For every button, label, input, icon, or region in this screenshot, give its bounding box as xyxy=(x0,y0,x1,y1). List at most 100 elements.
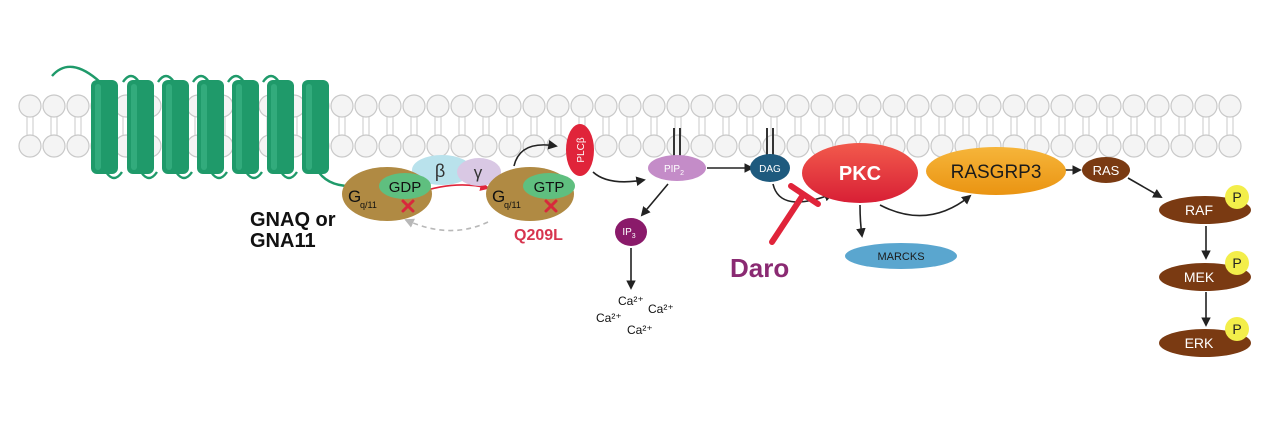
lipid-head xyxy=(858,94,882,118)
lipid-head xyxy=(570,94,594,118)
lipid-head xyxy=(1194,134,1218,158)
g-alpha-active: G q/11 GTP xyxy=(486,167,575,221)
ip3-label: IP3 xyxy=(622,227,635,240)
ip3-node: IP3 xyxy=(615,218,647,246)
lipid-head xyxy=(1122,94,1146,118)
x-mark-icon xyxy=(401,199,415,213)
g-alpha-inactive-sub: q/11 xyxy=(360,200,377,210)
lipid-head xyxy=(786,94,810,118)
lipid-head xyxy=(1170,94,1194,118)
lipid-head xyxy=(1098,134,1122,158)
lipid-head xyxy=(42,94,66,118)
receptor-loops xyxy=(51,65,351,188)
lipid-head xyxy=(354,94,378,118)
lipid-head xyxy=(618,134,642,158)
lipid-head xyxy=(714,94,738,118)
marcks-node: MARCKS xyxy=(845,243,957,269)
calcium-ions: Ca²⁺ Ca²⁺ Ca²⁺ Ca²⁺ xyxy=(596,294,674,337)
dag-node: DAG xyxy=(750,154,790,182)
x-mark-icon xyxy=(544,199,558,213)
marcks-label: MARCKS xyxy=(877,251,924,263)
lipid-head xyxy=(1002,94,1026,118)
lipid-head xyxy=(498,94,522,118)
lipid-head xyxy=(762,94,786,118)
erk-node: ERK P xyxy=(1159,317,1251,357)
lipid-head xyxy=(18,134,42,158)
lipid-head xyxy=(930,94,954,118)
lipid-head xyxy=(834,94,858,118)
lipid-head xyxy=(1098,94,1122,118)
lipid-head xyxy=(1050,134,1074,158)
raf-phospho-badge xyxy=(1225,185,1249,209)
erk-label: ERK xyxy=(1185,335,1214,351)
g-alpha-active-sub: q/11 xyxy=(504,200,521,210)
lipid-head xyxy=(666,134,690,158)
lipid-head xyxy=(426,94,450,118)
lipid-head xyxy=(402,134,426,158)
lipid-head xyxy=(690,134,714,158)
pkc-label: PKC xyxy=(839,163,881,185)
lipid-head xyxy=(42,134,66,158)
gdp-label: GDP xyxy=(389,179,422,196)
lipid-head xyxy=(906,94,930,118)
lipid-head xyxy=(618,94,642,118)
beta-label: β xyxy=(435,161,445,181)
g-alpha-inactive: G q/11 GDP xyxy=(342,167,432,221)
lipid-head xyxy=(1170,134,1194,158)
lipid-head xyxy=(1074,134,1098,158)
gtp-label: GTP xyxy=(534,179,565,196)
dag-label: DAG xyxy=(759,164,781,175)
g-alpha-active-letter: G xyxy=(492,187,505,206)
lipid-head xyxy=(66,94,90,118)
lipid-head xyxy=(330,94,354,118)
pkc-node: PKC xyxy=(802,143,918,203)
lipid-head xyxy=(1146,134,1170,158)
pip2-label: PIP2 xyxy=(664,164,684,177)
gene-label-line2: GNA11 xyxy=(250,230,316,252)
raf-node: RAF P xyxy=(1159,185,1251,224)
lipid-head xyxy=(1050,94,1074,118)
lipid-head xyxy=(1218,134,1242,158)
lipid-head xyxy=(690,94,714,118)
lipid-head xyxy=(810,94,834,118)
mek-phospho-label: P xyxy=(1232,255,1241,271)
lipid-head xyxy=(1074,94,1098,118)
lipid-head xyxy=(474,94,498,118)
g-beta-subunit: β xyxy=(412,155,472,185)
pip2-node: PIP2 xyxy=(648,155,706,181)
calcium-ion-3: Ca²⁺ xyxy=(596,311,622,325)
lipid-head xyxy=(522,94,546,118)
lipid-head xyxy=(738,134,762,158)
lipid-head xyxy=(546,94,570,118)
lipid-head xyxy=(330,134,354,158)
plcb-label: PLCβ xyxy=(576,137,587,162)
mek-node: MEK P xyxy=(1159,251,1251,291)
calcium-ion-2: Ca²⁺ xyxy=(648,302,674,316)
g-gamma-subunit: γ xyxy=(457,158,501,186)
lipid-head xyxy=(978,94,1002,118)
lipid-head xyxy=(738,94,762,118)
lipid-head xyxy=(594,134,618,158)
mek-phospho-badge xyxy=(1225,251,1249,275)
lipid-head xyxy=(474,134,498,158)
lipid-head xyxy=(642,134,666,158)
lipid-head xyxy=(1146,94,1170,118)
lipid-head xyxy=(714,134,738,158)
plcb-node: PLCβ xyxy=(566,124,594,176)
lipid-head xyxy=(1194,94,1218,118)
inhibitor-symbol xyxy=(769,183,821,245)
lipid-head xyxy=(882,94,906,118)
lipid-head xyxy=(906,134,930,158)
lipid-head xyxy=(1218,94,1242,118)
calcium-ion-4: Ca²⁺ xyxy=(627,323,653,337)
lipid-head xyxy=(450,134,474,158)
ras-node: RAS xyxy=(1082,157,1130,183)
calcium-ion-1: Ca²⁺ xyxy=(618,294,644,308)
lipid-head xyxy=(666,94,690,118)
lipid-head xyxy=(66,134,90,158)
rasgrp3-node: RASGRP3 xyxy=(926,147,1066,195)
raf-phospho-label: P xyxy=(1232,189,1241,205)
lipid-head xyxy=(450,94,474,118)
